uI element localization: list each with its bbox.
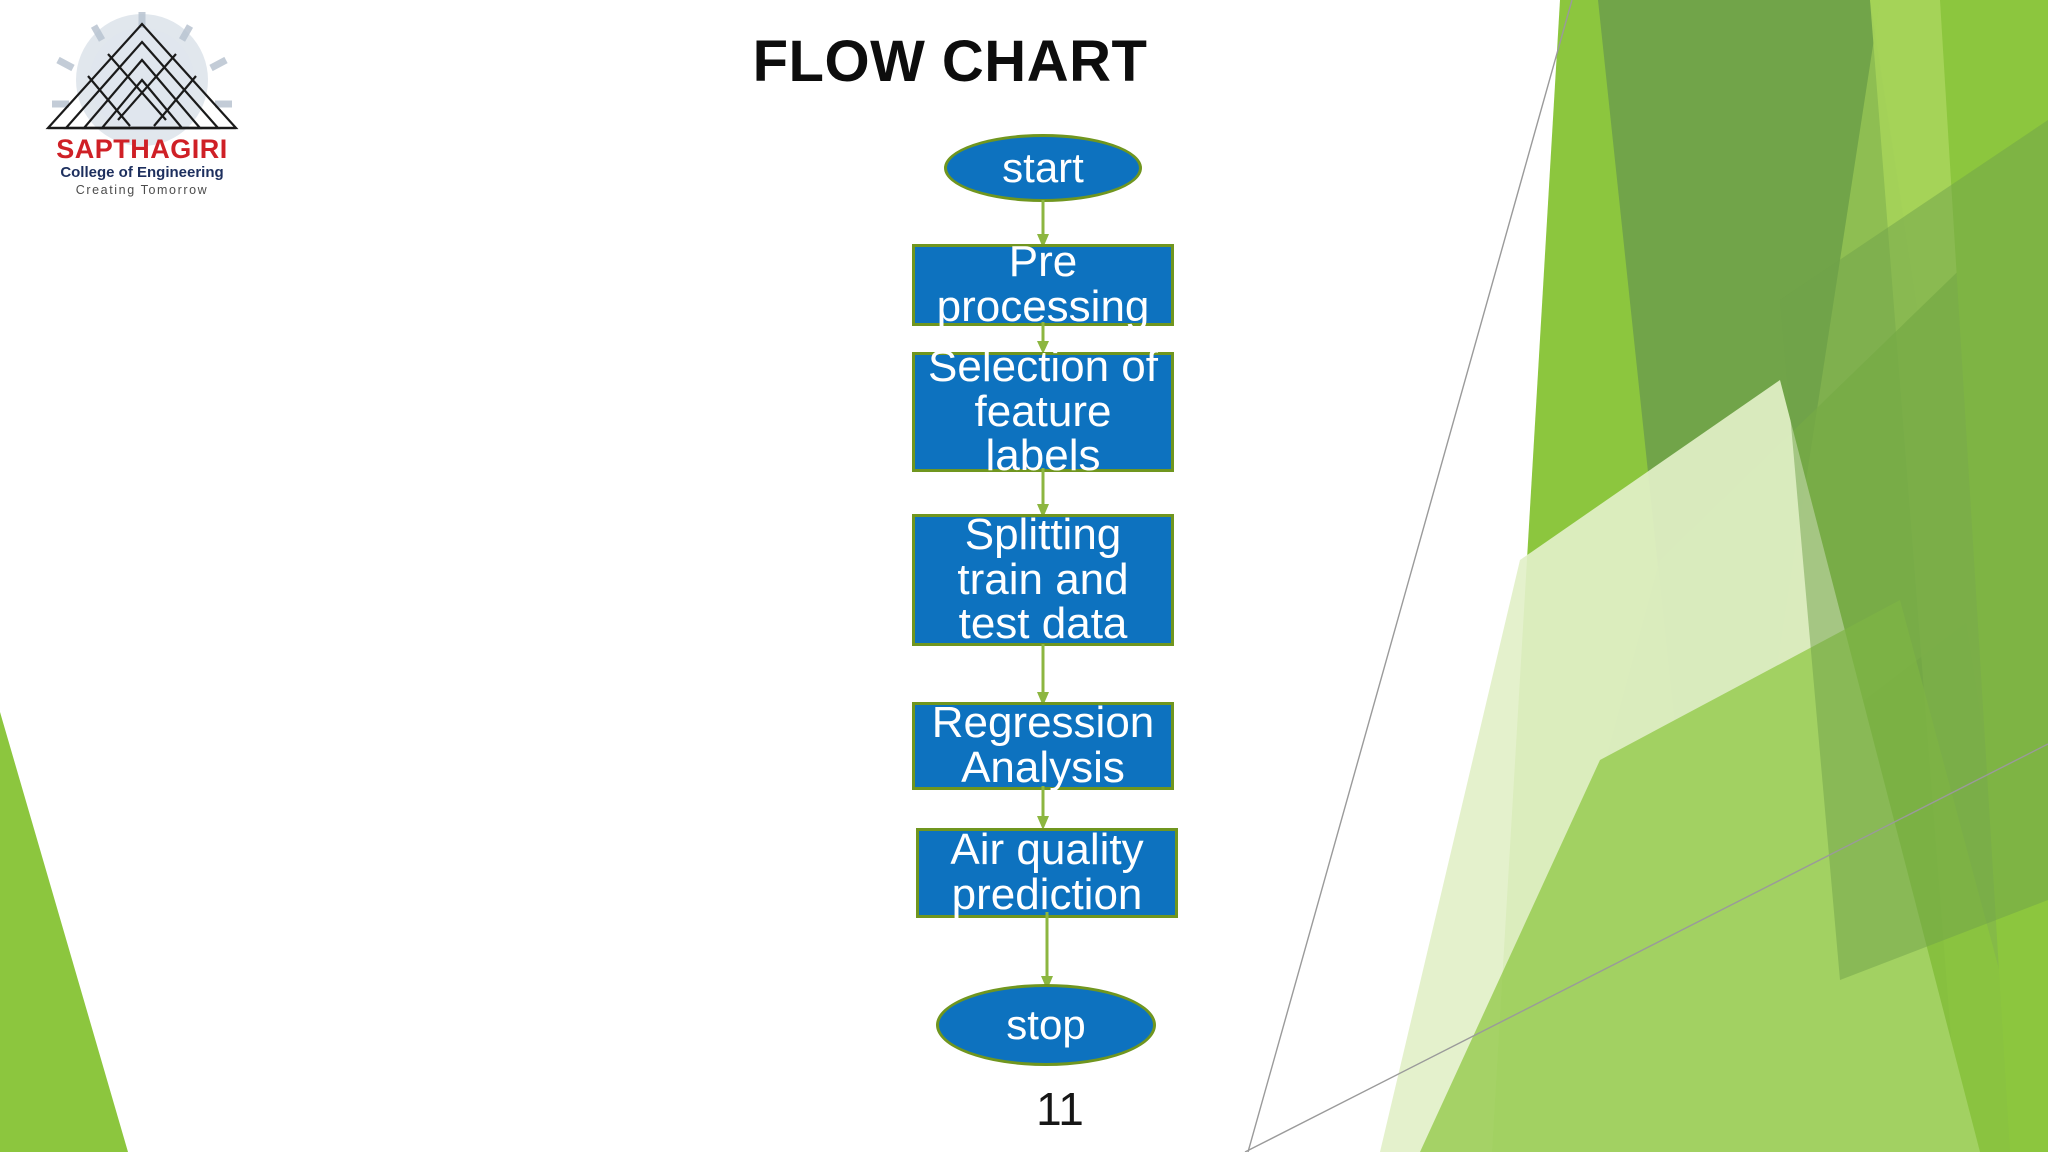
page-number: 11 bbox=[1036, 1083, 1084, 1135]
flow-arrow-prediction-to-stop bbox=[1040, 912, 1054, 990]
flow-arrow-preprocess-to-selection bbox=[1036, 322, 1050, 354]
flow-node-regression-label: Regression Analysis bbox=[931, 698, 1155, 792]
flow-node-start[interactable]: start bbox=[944, 134, 1142, 202]
flow-node-selection-label: Selection of feature labels bbox=[928, 341, 1158, 481]
logo-pyramid-icon bbox=[45, 22, 239, 130]
flow-arrow-selection-to-splitting bbox=[1036, 468, 1050, 518]
flow-node-splitting-label: Splitting train and test data bbox=[957, 509, 1129, 649]
logo-tagline: Creating Tomorrow bbox=[76, 183, 209, 197]
college-logo: SAPTHAGIRI College of Engineering Creati… bbox=[32, 8, 252, 198]
flow-node-prediction[interactable]: Air quality prediction bbox=[916, 825, 1178, 919]
flow-node-stop-label: stop bbox=[1006, 1000, 1086, 1048]
flow-node-splitting[interactable]: Splitting train and test data bbox=[912, 509, 1174, 649]
page-title: FLOW CHART bbox=[752, 29, 1148, 94]
flow-arrow-start-to-preprocess bbox=[1036, 200, 1050, 248]
flow-node-selection[interactable]: Selection of feature labels bbox=[912, 344, 1174, 478]
flow-node-regression[interactable]: Regression Analysis bbox=[912, 698, 1174, 792]
logo-subtitle: College of Engineering bbox=[60, 164, 223, 181]
flow-arrow-splitting-to-regression bbox=[1036, 644, 1050, 706]
logo-name: SAPTHAGIRI bbox=[56, 134, 228, 164]
flow-node-start-label: start bbox=[1002, 143, 1084, 191]
flow-node-stop[interactable]: stop bbox=[936, 984, 1156, 1066]
flow-arrow-regression-to-prediction bbox=[1036, 786, 1050, 830]
flow-node-prediction-label: Air quality prediction bbox=[950, 825, 1144, 919]
flow-node-preprocessing-label: Pre processing bbox=[936, 237, 1150, 331]
flow-node-preprocessing[interactable]: Pre processing bbox=[912, 239, 1174, 329]
